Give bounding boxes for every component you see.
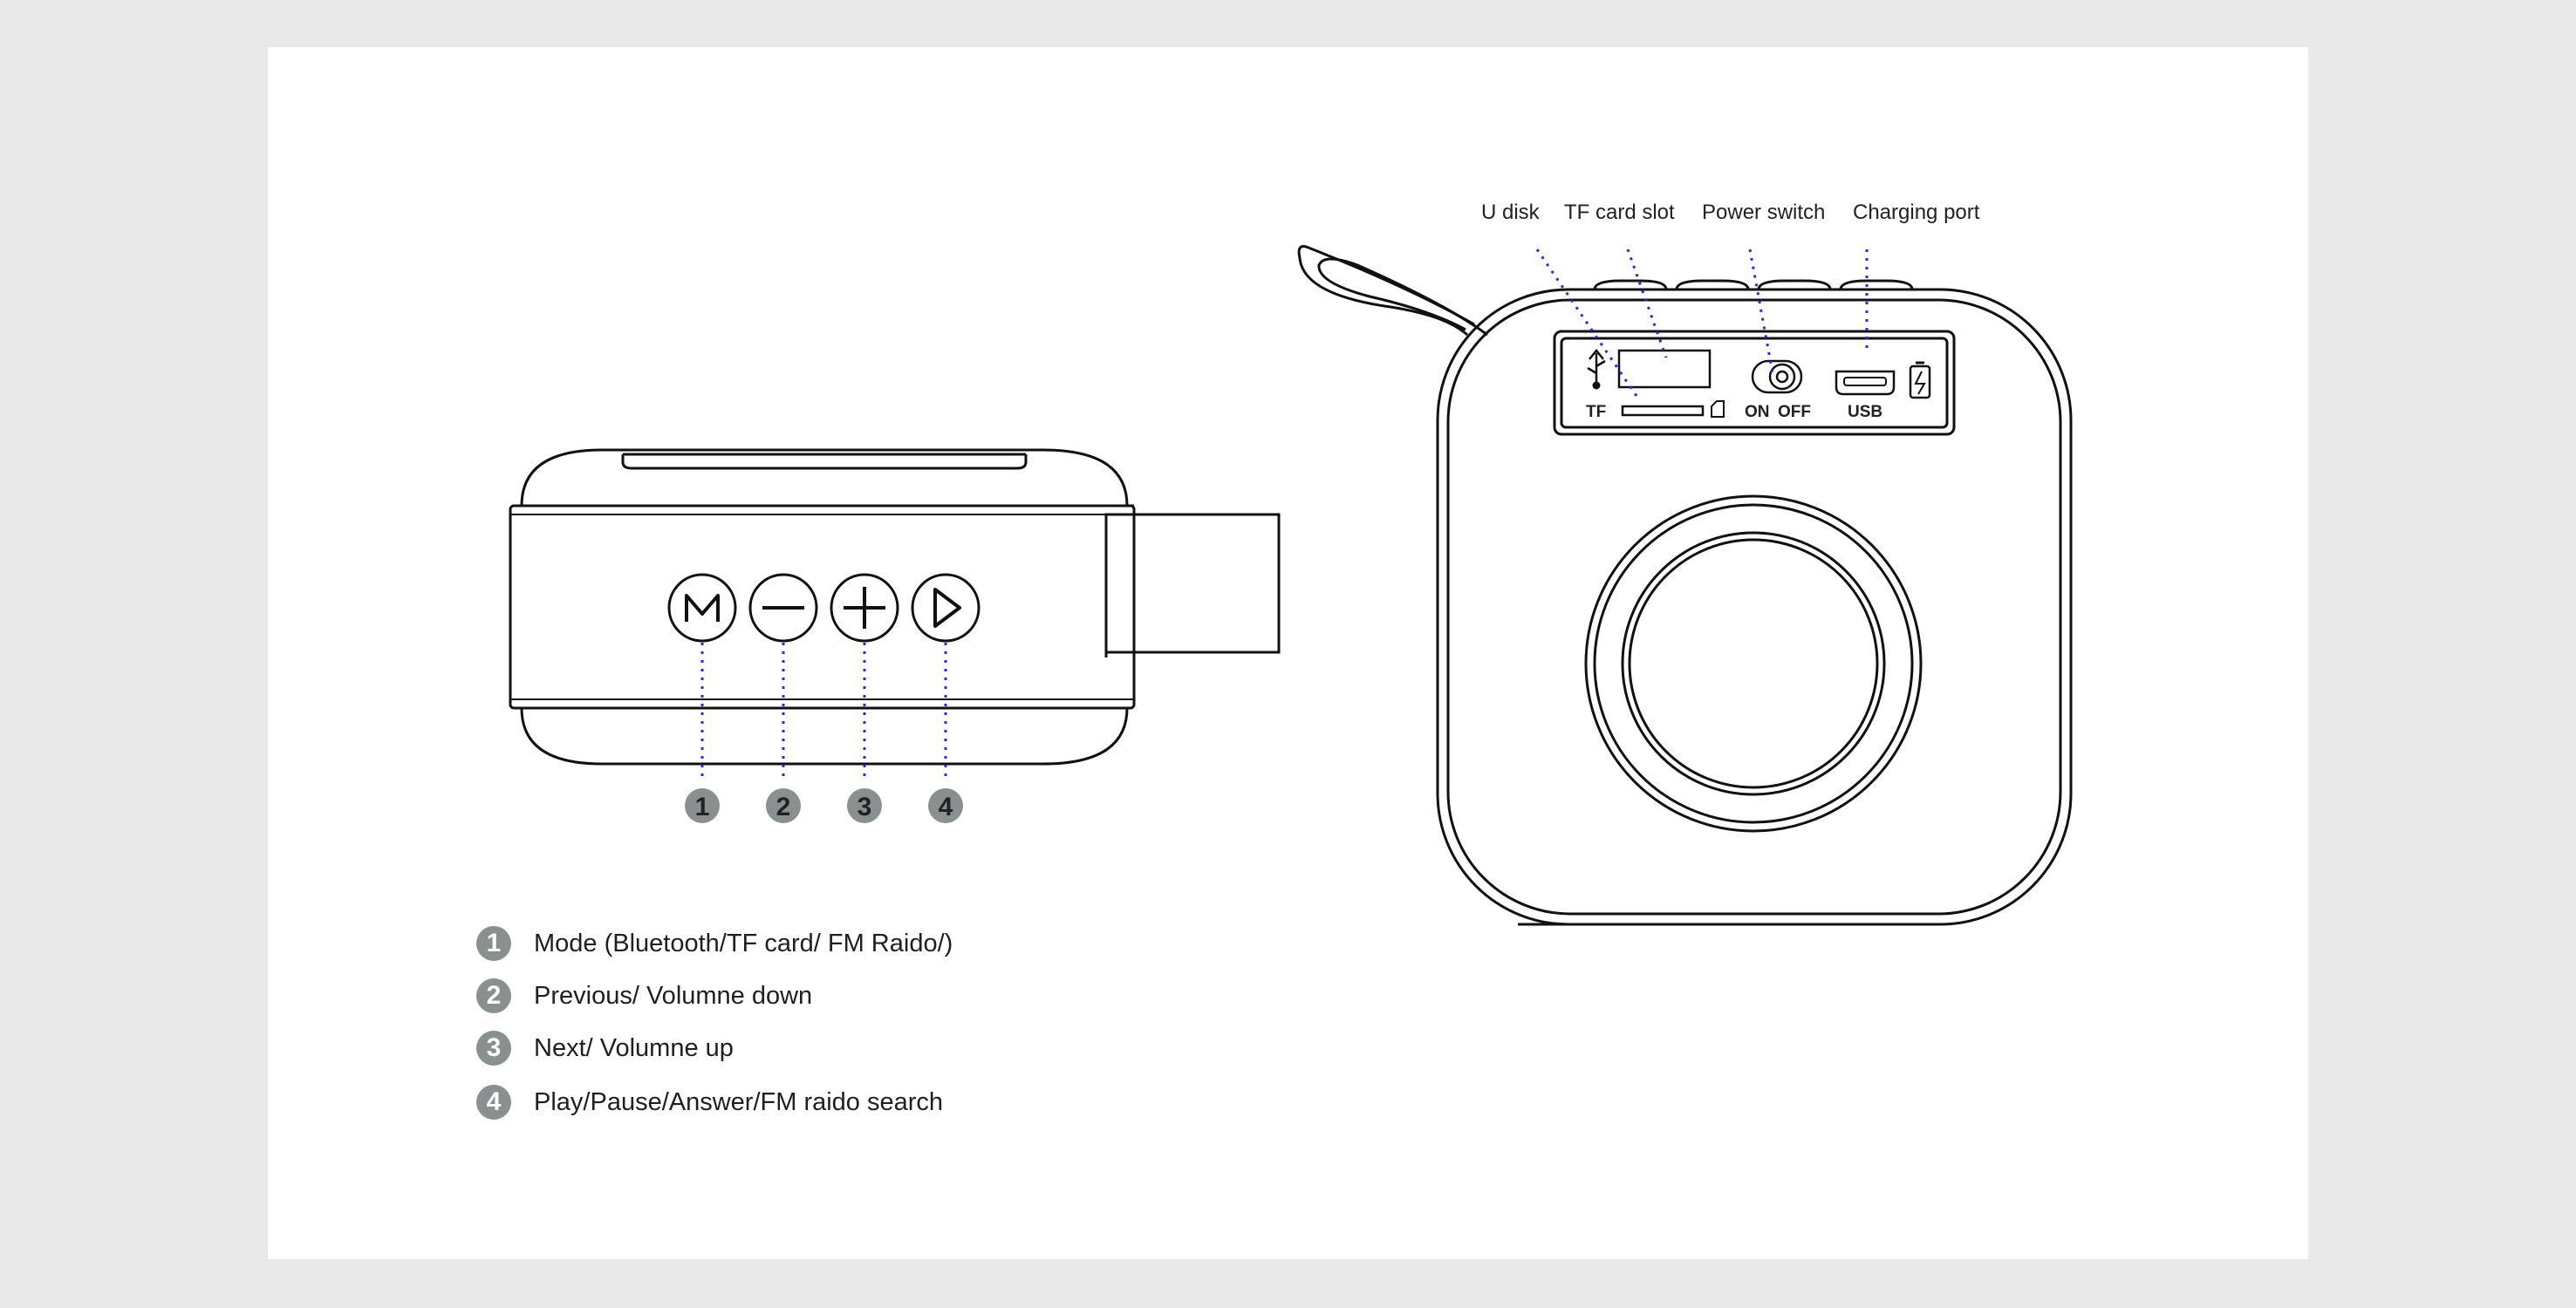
power-switch bbox=[1751, 359, 1803, 394]
battery-icon bbox=[1909, 364, 1931, 399]
callout-labels: U disk TF card slot Power switch Chargin… bbox=[1481, 201, 1980, 224]
callout-tf-card-slot: TF card slot bbox=[1564, 201, 1675, 224]
mode-button bbox=[667, 573, 737, 643]
mode-icon bbox=[685, 594, 720, 622]
legend-item-1: 1 Mode (Bluetooth/TF card/ FM Raido/) bbox=[476, 924, 953, 963]
usb-a-slot bbox=[1617, 349, 1712, 389]
callout-power-switch: Power switch bbox=[1702, 201, 1825, 224]
volume-down-button bbox=[748, 573, 818, 643]
legend-item-2: 2 Previous/ Volumne down bbox=[476, 977, 812, 1015]
panel-mark-usb: USB bbox=[1848, 403, 1882, 421]
volume-up-button bbox=[830, 573, 899, 643]
legend-badge-3: 3 bbox=[476, 1031, 511, 1066]
badge-4: 4 bbox=[928, 788, 963, 823]
badge-2: 2 bbox=[766, 788, 801, 823]
play-button bbox=[911, 573, 981, 643]
legend-item-3: 3 Next/ Volumne up bbox=[476, 1029, 734, 1067]
callout-u-disk: U disk bbox=[1481, 201, 1541, 224]
charging-port bbox=[1835, 370, 1896, 396]
control-panel bbox=[1553, 330, 1956, 436]
speaker-grill bbox=[1584, 494, 1923, 833]
play-icon bbox=[933, 588, 961, 628]
lanyard bbox=[1297, 245, 1475, 337]
badge-4-number: 4 bbox=[939, 793, 953, 821]
panel-mark-on: ON bbox=[1745, 403, 1770, 421]
legend-text-2: Previous/ Volumne down bbox=[534, 981, 813, 1010]
legend-text-1: Mode (Bluetooth/TF card/ FM Raido/) bbox=[534, 929, 953, 957]
button-badges: 1 2 3 4 bbox=[685, 788, 963, 823]
legend-badge-1: 1 bbox=[476, 926, 511, 961]
panel-mark-off: OFF bbox=[1778, 403, 1811, 421]
panel-marks: TF ON OFF USB bbox=[1586, 403, 1882, 421]
plus-icon bbox=[844, 587, 885, 629]
leader-lines bbox=[700, 249, 1869, 781]
legend-badge-2: 2 bbox=[476, 978, 511, 1013]
badge-1-number: 1 bbox=[695, 793, 710, 821]
u-disk-icon bbox=[1587, 348, 1606, 384]
badge-2-number: 2 bbox=[776, 793, 791, 821]
legend-badge-4: 4 bbox=[476, 1085, 511, 1120]
badge-3: 3 bbox=[847, 788, 882, 823]
panel-mark-tf: TF bbox=[1586, 403, 1606, 421]
speaker-front-view bbox=[1297, 245, 2073, 926]
legend-text-4: Play/Pause/Answer/FM raido search bbox=[534, 1087, 944, 1116]
legend-item-4: 4 Play/Pause/Answer/FM raido search bbox=[476, 1083, 943, 1121]
legend-text-3: Next/ Volumne up bbox=[534, 1033, 734, 1062]
diagram-sheet bbox=[268, 47, 2308, 1259]
badge-1: 1 bbox=[685, 788, 720, 823]
badge-3-number: 3 bbox=[858, 793, 872, 821]
tf-slot bbox=[1621, 405, 1705, 417]
speaker-side-view bbox=[509, 448, 1281, 766]
callout-charging-port: Charging port bbox=[1853, 201, 1980, 224]
